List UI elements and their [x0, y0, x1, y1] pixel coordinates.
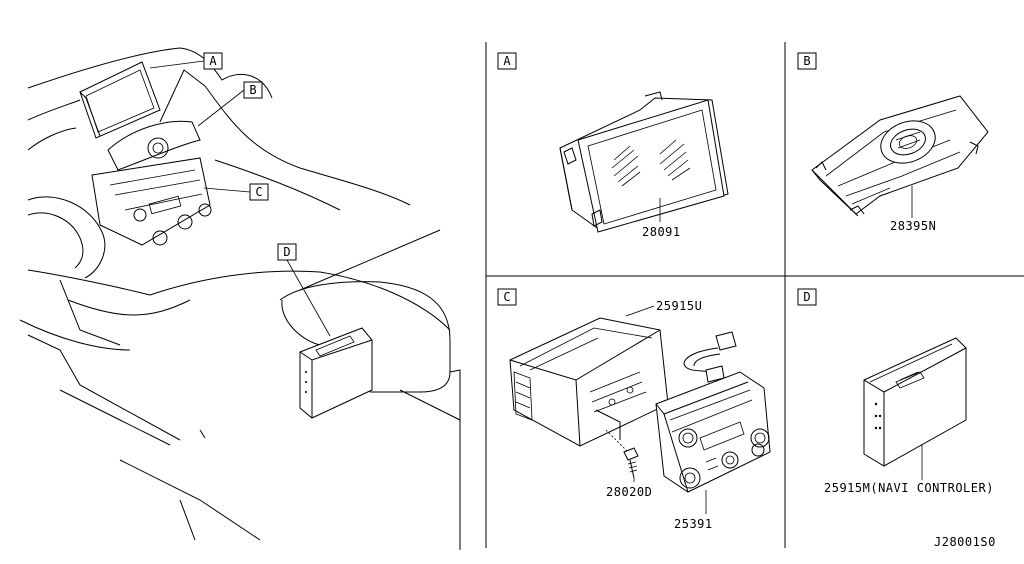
center-bezel-28395N[interactable]	[811, 95, 989, 218]
callout-a-label: A	[209, 54, 217, 68]
panel-grid	[485, 42, 1024, 548]
part-number-25915U: 25915U	[656, 299, 702, 313]
display-unit-28091[interactable]	[559, 91, 729, 233]
callout-d[interactable]: D	[277, 243, 331, 337]
callout-b[interactable]: B	[197, 81, 263, 127]
panel-c: C 25915U	[497, 288, 771, 531]
panel-d: D 25915M(NAVI CONTROLER)	[797, 288, 994, 495]
vehicle-dash-overview	[19, 47, 461, 550]
panel-a-tag	[497, 52, 517, 70]
audio-unit-25915U[interactable]	[509, 317, 669, 447]
wire-harness	[683, 331, 737, 383]
drawing-code: J28001S0	[934, 535, 996, 549]
control-panel-25391[interactable]	[655, 371, 771, 514]
panel-c-tag	[497, 288, 517, 306]
panel-d-tag-label: D	[803, 290, 810, 304]
panel-b: B 28395N	[797, 52, 989, 233]
part-number-28395N: 28395N	[890, 219, 936, 233]
callout-a[interactable]: A	[149, 52, 223, 70]
panel-a-tag-label: A	[503, 54, 511, 68]
callout-c-label: C	[255, 185, 262, 199]
part-number-28020D: 28020D	[606, 485, 652, 499]
callout-c[interactable]: C	[203, 183, 269, 201]
callout-d-label: D	[283, 245, 290, 259]
callout-b-label: B	[249, 83, 256, 97]
panel-d-tag	[797, 288, 817, 306]
navi-controller-25915M[interactable]	[863, 337, 967, 480]
part-number-25391: 25391	[674, 517, 713, 531]
panel-c-tag-label: C	[503, 290, 510, 304]
panel-a: A 28091	[497, 52, 729, 239]
part-number-28091: 28091	[642, 225, 681, 239]
panel-b-tag	[797, 52, 817, 70]
panel-b-tag-label: B	[803, 54, 810, 68]
screw-28020D[interactable]	[605, 429, 639, 482]
part-number-25915M: 25915M(NAVI CONTROLER)	[824, 481, 994, 495]
